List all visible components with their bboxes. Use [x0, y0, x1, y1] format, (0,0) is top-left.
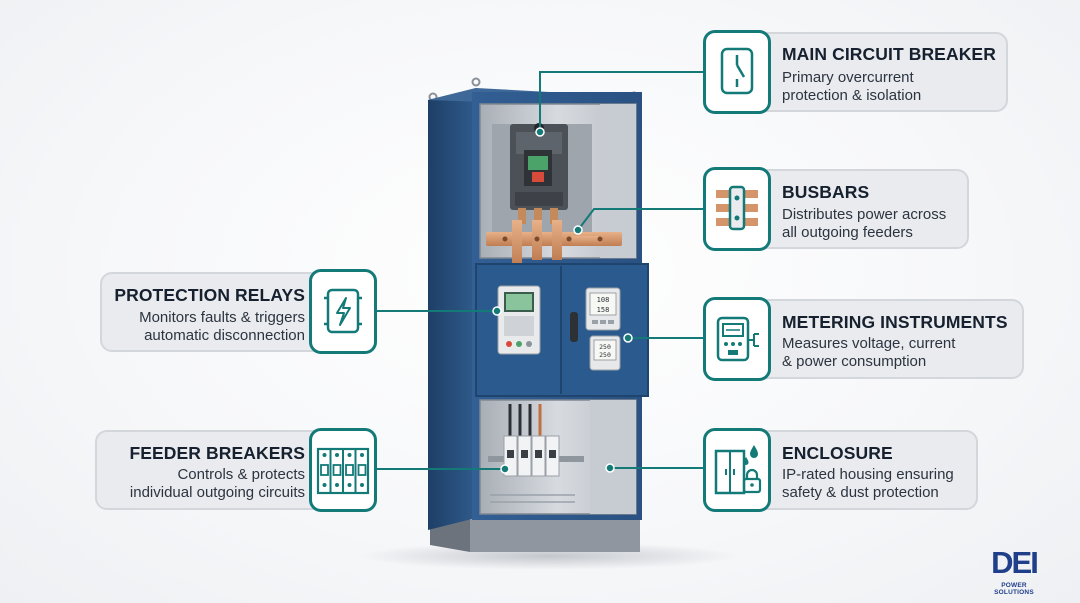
lightning-relay-icon: [309, 269, 377, 354]
enclosure-desc-2: safety & dust protection: [782, 484, 939, 501]
leader-lines: [377, 71, 704, 470]
relays-desc-1: Monitors faults & triggers: [139, 309, 305, 326]
enclosure-desc-1: IP-rated housing ensuring: [782, 466, 954, 483]
busbars-desc-2: all outgoing feeders: [782, 224, 913, 241]
dei-logo: DEI POWER SOLUTIONS: [983, 545, 1045, 596]
cabinet-side-panel: [428, 88, 476, 530]
busbars-desc-1: Distributes power across: [782, 206, 947, 223]
logo-wordmark: DEI: [991, 545, 1039, 580]
lower-meter-reading-2: 250: [599, 351, 611, 359]
main-breaker-desc-1: Primary overcurrent: [782, 69, 914, 86]
main-breaker-title: MAIN CIRCUIT BREAKER: [782, 44, 996, 64]
main-breaker-desc-2: protection & isolation: [782, 87, 922, 104]
relays-desc-2: automatic disconnection: [144, 327, 305, 344]
feeder-desc-1: Controls & protects: [177, 466, 305, 483]
leader-endpoints: [492, 127, 633, 474]
feeder-title: FEEDER BREAKERS: [129, 443, 305, 463]
lower-compartment: [479, 399, 637, 515]
logo-tagline: POWER SOLUTIONS: [994, 582, 1034, 596]
relays-title: PROTECTION RELAYS: [114, 285, 305, 305]
busbar-icon: [703, 167, 771, 251]
feeder-desc-2: individual outgoing circuits: [129, 484, 305, 501]
metering-desc-1: Measures voltage, current: [782, 335, 956, 352]
instrument-door: 108 158 250 250: [475, 263, 649, 397]
feeder-breaker-row: [503, 435, 560, 477]
upper-meter-reading-1: 108: [597, 296, 610, 304]
upper-meter-reading-2: 158: [597, 306, 610, 314]
metering-title: METERING INSTRUMENTS: [782, 312, 1008, 332]
breaker-switch-icon: [703, 30, 771, 114]
lower-meter-reading-1: 250: [599, 343, 611, 351]
feeder-breakers-icon: [309, 428, 377, 512]
meter-plug-icon: [703, 297, 771, 381]
door-handle: [570, 312, 578, 342]
busbars-title: BUSBARS: [782, 182, 870, 202]
busbar-assembly: [486, 220, 622, 266]
enclosure-title: ENCLOSURE: [782, 443, 893, 463]
enclosure-lock-icon: [703, 428, 771, 512]
metering-desc-2: & power consumption: [782, 353, 927, 370]
